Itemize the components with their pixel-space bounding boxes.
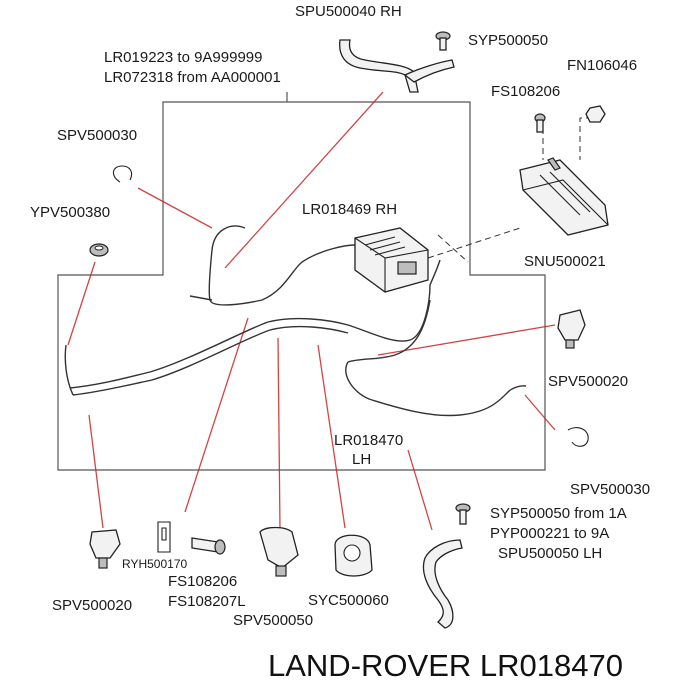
hose-spu500040-rh: [339, 39, 455, 93]
label-fs108206-top: FS108206: [491, 83, 560, 100]
brake-cables: [64, 225, 527, 417]
label-ryh500170: RYH500170: [122, 557, 187, 571]
label-snu500021: SNU500021: [524, 253, 606, 270]
label-syp500050-from: SYP500050 from 1A: [490, 505, 627, 522]
label-spu500050-lh: SPU500050 LH: [498, 545, 602, 562]
label-spv500030-bottom: SPV500030: [570, 481, 650, 498]
footer-brand-part-number: LAND-ROVER LR018470: [268, 648, 623, 683]
parking-brake-module: [354, 227, 429, 293]
leader-lines: [67, 91, 556, 531]
label-lr072318: LR072318 from AA000001: [104, 69, 281, 86]
nut-fn106046: [585, 105, 606, 123]
label-pyp000221: PYP000221 to 9A: [490, 525, 609, 542]
screw-fs108206-bottom: [191, 537, 226, 555]
label-spv500020-left: SPV500020: [52, 597, 132, 614]
label-syc500060: SYC500060: [308, 592, 389, 609]
hose-spu500050-lh: [422, 539, 463, 629]
label-fs108207l: FS108207L: [168, 593, 246, 610]
label-spv500030-top: SPV500030: [57, 127, 137, 144]
part-labels: SPU500040 RH SYP500050 LR019223 to 9A999…: [30, 3, 650, 629]
bolt-syp500050-top: [435, 31, 451, 51]
label-spu500040-rh: SPU500040 RH: [295, 3, 402, 20]
label-ypv500380: YPV500380: [30, 204, 110, 221]
label-lh: LH: [352, 451, 371, 468]
label-fs108206-bottom: FS108206: [168, 573, 237, 590]
clip-ryh500170: [157, 521, 171, 553]
clip-syc500060: [334, 534, 373, 577]
grommet-ypv500380: [89, 243, 109, 257]
bracket-snu500021: [519, 157, 609, 236]
label-spv500050: SPV500050: [233, 612, 313, 629]
label-lr019223: LR019223 to 9A999999: [104, 49, 262, 66]
clip-spv500020-right: [557, 309, 586, 349]
label-lr018470: LR018470: [334, 432, 403, 449]
label-fn106046: FN106046: [567, 57, 637, 74]
clip-spv500050: [259, 526, 299, 577]
assembly-frame: [57, 101, 546, 471]
bolt-syp500050-bottom: [455, 503, 471, 525]
screw-fs108206-top: [534, 113, 546, 133]
label-spv500020-right: SPV500020: [548, 373, 628, 390]
label-syp500050: SYP500050: [468, 32, 548, 49]
clip-spv500030-top: [112, 165, 133, 183]
clip-spv500020-left: [89, 529, 121, 569]
clip-spv500030-bottom: [567, 427, 589, 447]
label-lr018469-rh: LR018469 RH: [302, 201, 397, 218]
